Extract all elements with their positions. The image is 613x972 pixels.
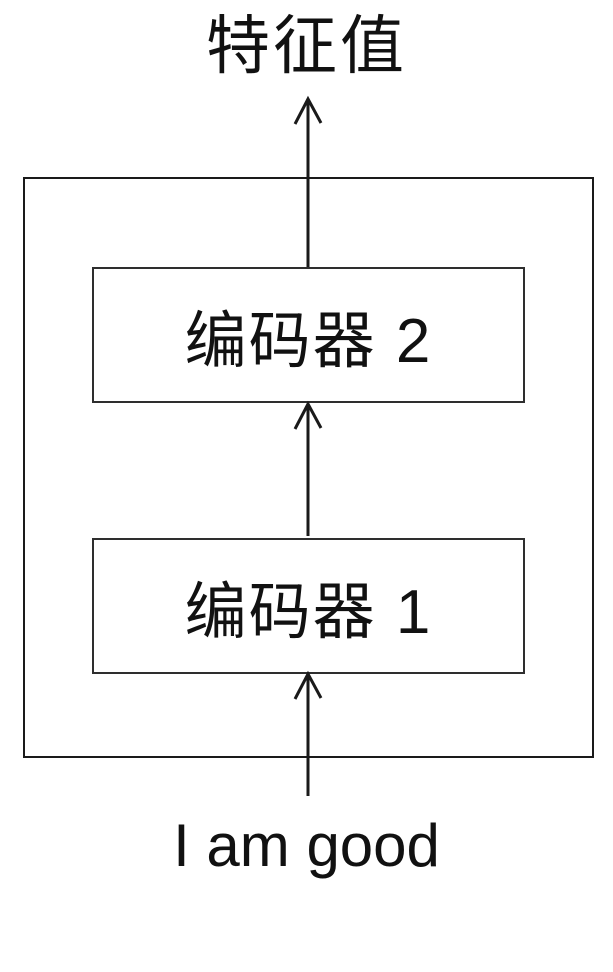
output-label: 特征值 xyxy=(206,10,407,82)
encoder-1-label: 编码器 1 xyxy=(184,578,433,647)
encoder-1-box: 编码器 1 xyxy=(92,538,525,674)
encoder-2-label: 编码器 2 xyxy=(184,307,433,376)
input-label: I am good xyxy=(173,812,440,879)
encoder-2-box: 编码器 2 xyxy=(92,267,525,403)
